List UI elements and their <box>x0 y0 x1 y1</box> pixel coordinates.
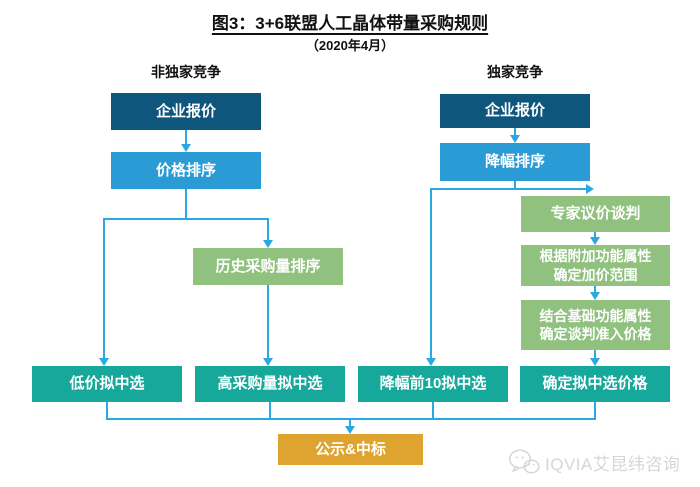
node-expert-negotiation: 专家议价谈判 <box>521 196 670 232</box>
connector-line <box>432 402 434 420</box>
lane-header-non-exclusive: 非独家竞争 <box>151 64 221 80</box>
connector-line <box>594 286 596 293</box>
connector-line <box>103 218 269 220</box>
node-confirm-selected-price: 确定拟中选价格 <box>520 366 670 402</box>
node-high-volume-selected: 高采购量拟中选 <box>195 366 345 402</box>
node-basic-attribute-entry-price: 结合基础功能属性 确定谈判准入价格 <box>521 300 670 350</box>
connector-line <box>514 128 516 136</box>
connector-line <box>106 402 108 420</box>
connector-line <box>103 218 105 358</box>
connector-line <box>430 188 432 358</box>
node-top10-reduction-selected: 降幅前10拟中选 <box>358 366 508 402</box>
arrow-down-icon <box>510 135 520 143</box>
figure-subtitle: （2020年4月） <box>305 38 395 53</box>
arrow-down-icon <box>263 240 273 248</box>
node-company-quote-right: 企业报价 <box>440 94 590 128</box>
figure-title: 图3：3+6联盟人工晶体带量采购规则 <box>211 14 489 33</box>
connector-line <box>269 402 271 420</box>
node-reduction-ranking: 降幅排序 <box>440 143 590 181</box>
wechat-icon <box>508 448 540 476</box>
arrow-down-icon <box>99 358 109 366</box>
arrow-right-icon <box>586 184 594 194</box>
connector-line <box>594 350 596 359</box>
arrow-down-icon <box>345 426 355 434</box>
node-price-ranking: 价格排序 <box>111 152 261 189</box>
connector-line <box>185 189 187 220</box>
arrow-down-icon <box>181 144 191 152</box>
connector-line <box>514 181 516 190</box>
arrow-down-icon <box>590 292 600 300</box>
node-announce-and-award: 公示&中标 <box>278 434 423 465</box>
node-low-price-selected: 低价拟中选 <box>32 366 182 402</box>
connector-line <box>267 285 269 358</box>
connector-line <box>349 418 351 427</box>
watermark: IQVIA艾昆纬咨询 <box>508 448 680 476</box>
node-addon-attribute-markup: 根据附加功能属性 确定加价范围 <box>521 245 670 286</box>
connector-line <box>106 418 596 420</box>
connector-line <box>185 130 187 145</box>
connector-line <box>594 402 596 420</box>
arrow-down-icon <box>263 358 273 366</box>
node-historical-volume-ranking: 历史采购量排序 <box>193 248 343 285</box>
node-company-quote-left: 企业报价 <box>111 93 261 130</box>
connector-line <box>267 218 269 240</box>
connector-line <box>594 232 596 238</box>
arrow-down-icon <box>590 358 600 366</box>
connector-line <box>430 188 586 190</box>
arrow-down-icon <box>426 358 436 366</box>
watermark-label: IQVIA艾昆纬咨询 <box>545 454 681 474</box>
arrow-down-icon <box>590 237 600 245</box>
lane-header-exclusive: 独家竞争 <box>487 64 543 80</box>
